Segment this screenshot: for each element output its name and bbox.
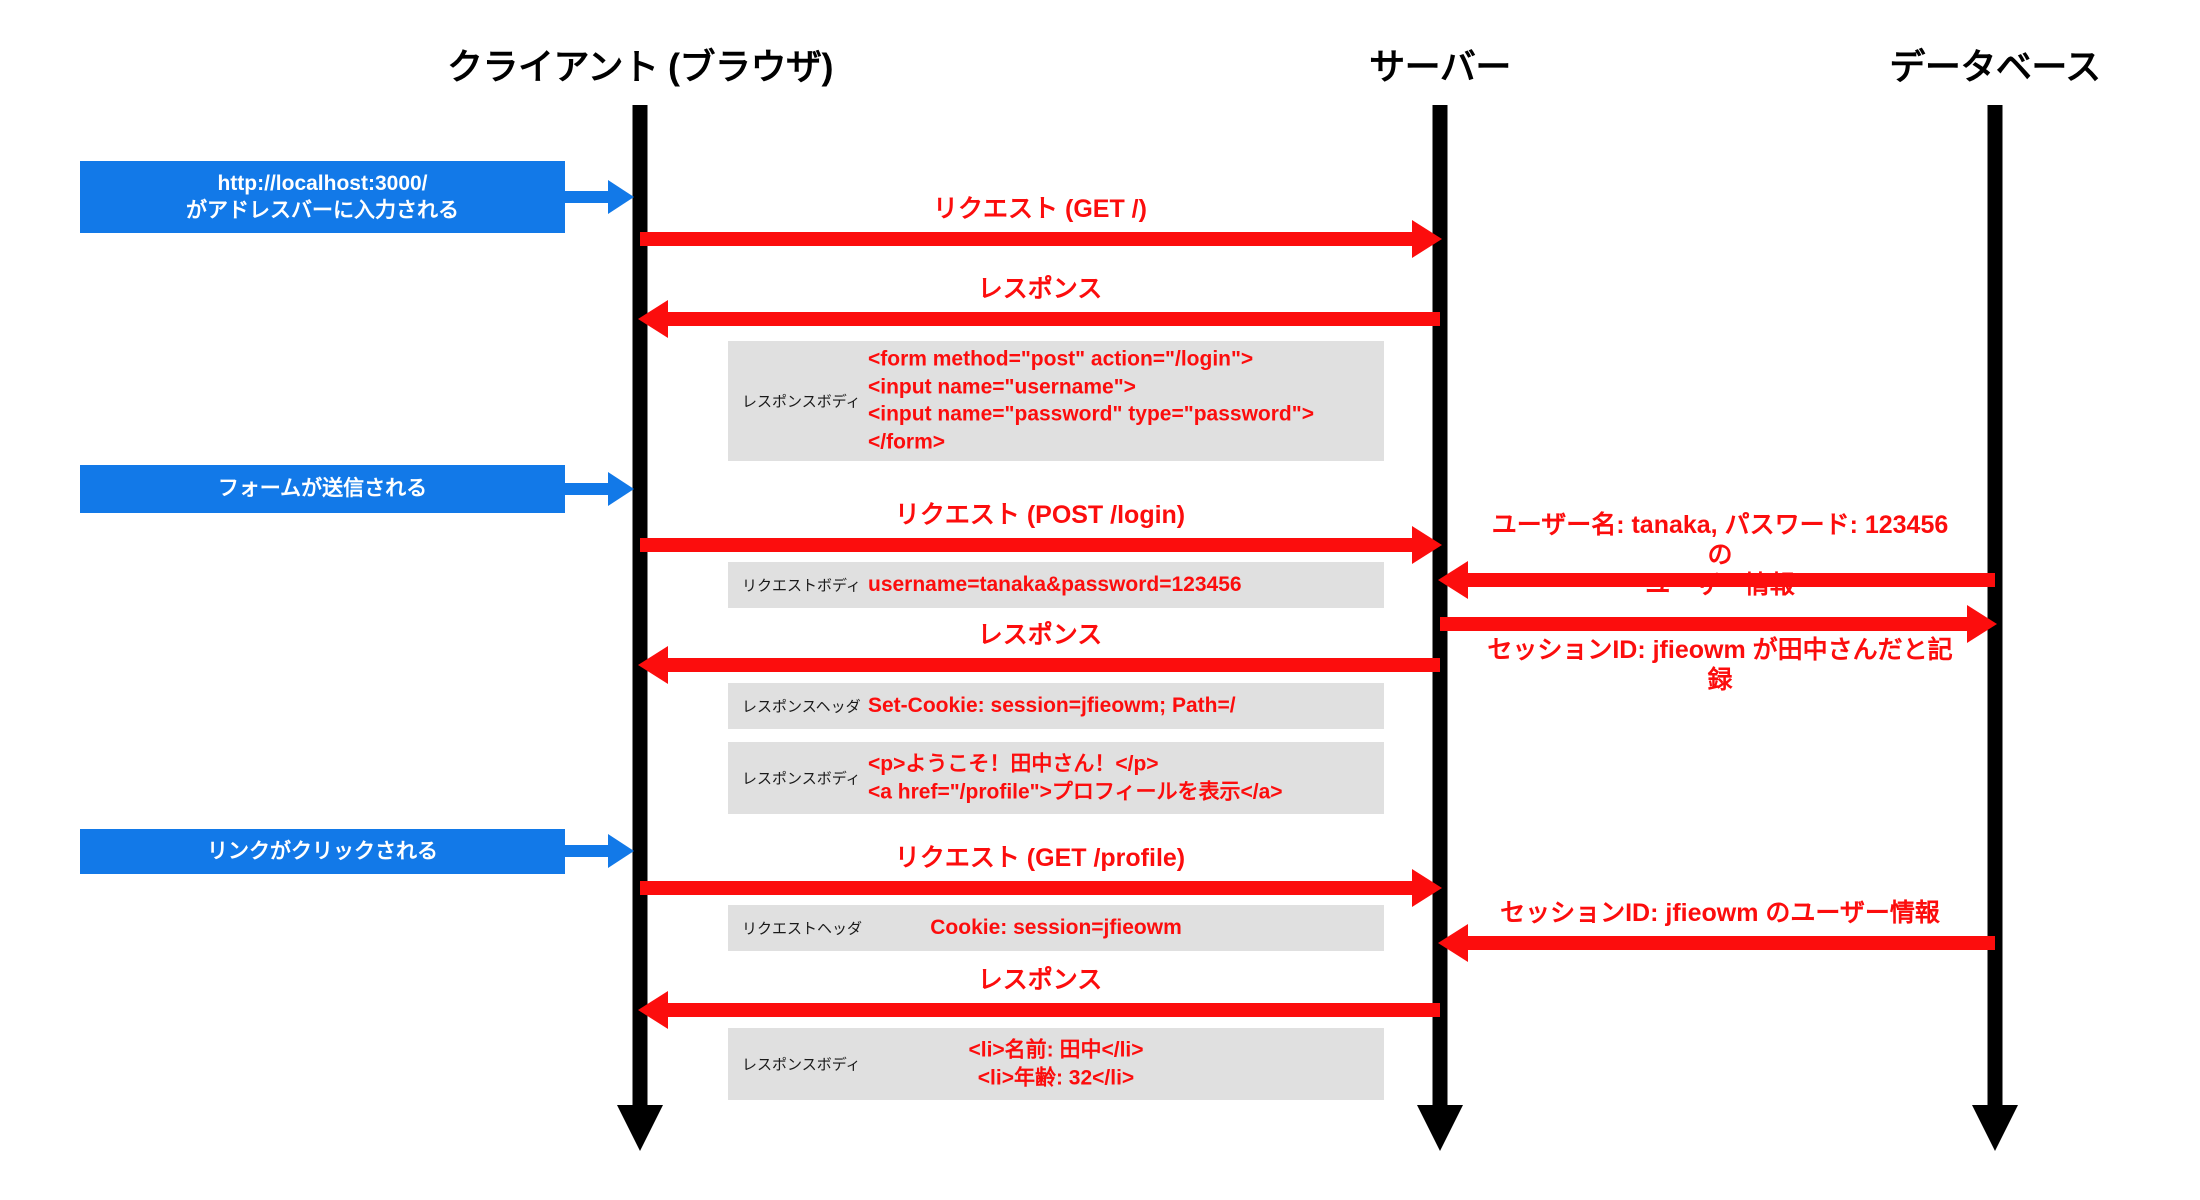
message-arrowhead-db-session-user — [1438, 924, 1468, 962]
data-note-tag: リクエストヘッダ — [742, 920, 863, 938]
data-note-response-header-cookie: レスポンスヘッダ Set-Cookie: session=jfieowm; Pa… — [728, 683, 1384, 729]
data-note-code: Cookie: session=jfieowm — [930, 916, 1182, 940]
data-note-tag: レスポンスボディ — [742, 1056, 861, 1074]
message-label-db-session-user: セッションID: jfieowm のユーザー情報 — [1500, 899, 1940, 927]
lifeline-title-client: クライアント (ブラウザ) — [446, 46, 834, 87]
message-shaft-response-2 — [668, 658, 1440, 672]
lifeline-client — [632, 105, 648, 1120]
message-arrowhead-db-fetch-user — [1438, 561, 1468, 599]
message-label-post-login: リクエスト (POST /login) — [894, 501, 1186, 529]
data-note-tag: リクエストボディ — [742, 577, 861, 595]
actor-arrow-shaft-3 — [565, 845, 615, 857]
lifeline-title-server: サーバー — [1369, 46, 1511, 87]
actor-arrow-head-3 — [608, 834, 634, 868]
data-note-tag: レスポンスヘッダ — [742, 698, 861, 716]
actor-arrow-shaft-1 — [565, 191, 615, 203]
actor-arrow-head-2 — [608, 472, 634, 506]
message-arrowhead-db-store-session — [1967, 605, 1997, 643]
message-shaft-db-store-session — [1440, 617, 1967, 631]
message-arrowhead-response-2 — [638, 646, 668, 684]
data-note-code: <p>ようこそ！田中さん！</p> <a href="/profile">プロフ… — [868, 752, 1283, 803]
message-shaft-db-fetch-user — [1468, 573, 1995, 587]
message-label-response-2: レスポンス — [977, 621, 1103, 649]
message-arrowhead-get-root — [1412, 220, 1442, 258]
data-note-tag: レスポンスボディ — [742, 393, 861, 411]
data-note-request-header-cookie: リクエストヘッダ Cookie: session=jfieowm — [728, 905, 1384, 951]
message-shaft-post-login — [640, 538, 1412, 552]
message-label-response-1: レスポンス — [977, 275, 1103, 303]
message-label-get-profile: リクエスト (GET /profile) — [894, 844, 1186, 872]
message-shaft-db-session-user — [1468, 936, 1995, 950]
message-arrowhead-response-3 — [638, 991, 668, 1029]
lifeline-client-end-arrow — [617, 1105, 663, 1151]
data-note-response-body-form: レスポンスボディ <form method="post" action="/lo… — [728, 341, 1384, 461]
lifeline-title-database: データベース — [1889, 46, 2101, 87]
lifeline-server — [1432, 105, 1448, 1120]
data-note-code: username=tanaka&password=123456 — [868, 573, 1242, 597]
actor-arrow-shaft-2 — [565, 483, 615, 495]
message-shaft-get-profile — [640, 881, 1412, 895]
data-note-response-body-welcome: レスポンスボディ <p>ようこそ！田中さん！</p> <a href="/pro… — [728, 742, 1384, 814]
message-arrowhead-response-1 — [638, 300, 668, 338]
message-arrowhead-post-login — [1412, 526, 1442, 564]
actor-note-url-typed: http://localhost:3000/ がアドレスバーに入力される — [80, 161, 565, 233]
lifeline-database-end-arrow — [1972, 1105, 2018, 1151]
message-arrowhead-get-profile — [1412, 869, 1442, 907]
data-note-code: Set-Cookie: session=jfieowm; Path=/ — [868, 694, 1236, 718]
data-note-request-body-login: リクエストボディ username=tanaka&password=123456 — [728, 562, 1384, 608]
actor-note-link-clicked: リンクがクリックされる — [80, 829, 565, 874]
message-shaft-response-1 — [668, 312, 1440, 326]
message-shaft-response-3 — [668, 1003, 1440, 1017]
actor-arrow-head-1 — [608, 180, 634, 214]
data-note-code: <li>名前: 田中</li> <li>年齢: 32</li> — [968, 1038, 1144, 1089]
actor-note-form-submitted: フォームが送信される — [80, 465, 565, 513]
data-note-response-body-profile: レスポンスボディ <li>名前: 田中</li> <li>年齢: 32</li> — [728, 1028, 1384, 1100]
message-shaft-get-root — [640, 232, 1412, 246]
lifeline-server-end-arrow — [1417, 1105, 1463, 1151]
message-label-get-root: リクエスト (GET /) — [933, 195, 1147, 223]
data-note-tag: レスポンスボディ — [742, 770, 861, 788]
message-label-response-3: レスポンス — [977, 966, 1103, 994]
message-label-db-store-session: セッションID: jfieowm が田中さんだと記録 — [1487, 636, 1953, 694]
data-note-code: <form method="post" action="/login"> <in… — [868, 347, 1314, 454]
